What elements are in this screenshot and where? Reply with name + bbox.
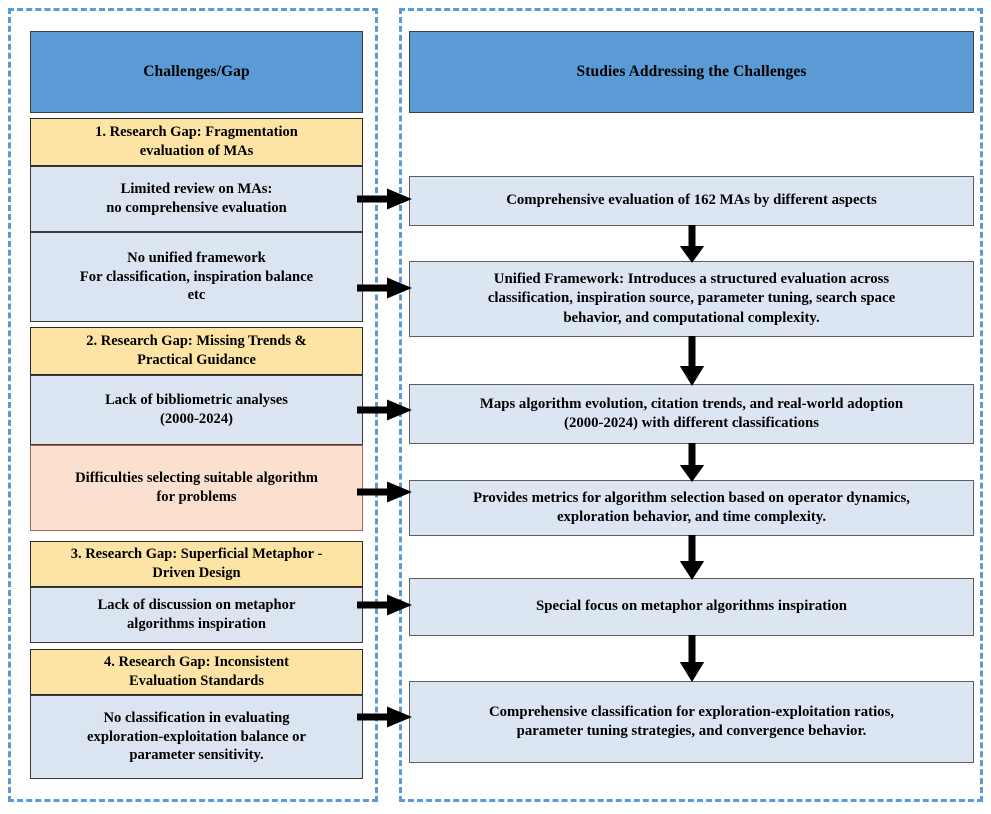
gap-1-line-1: 1. Research Gap: Fragmentation: [95, 124, 298, 141]
research-gap-2: 2. Research Gap: Missing Trends & Practi…: [30, 327, 363, 375]
gap-3-line-2: Driven Design: [152, 565, 241, 581]
challenge-item-3a-label: Lack of discussion on metaphor algorithm…: [37, 596, 356, 634]
arrow-right-icon: [357, 399, 412, 421]
study-3-line-2: (2000-2024) with different classificatio…: [564, 415, 819, 431]
arrow-right-icon: [357, 481, 412, 503]
arrow-right-icon: [357, 188, 412, 210]
research-gap-1: 1. Research Gap: Fragmentation evaluatio…: [30, 118, 363, 166]
arrow-right-icon: [357, 277, 412, 299]
challenge-item-2b-label: Difficulties selecting suitable algorith…: [37, 469, 356, 507]
research-gap-4-label: 4. Research Gap: Inconsistent Evaluation…: [37, 653, 356, 691]
challenge-item-2a: Lack of bibliometric analyses (2000-2024…: [30, 375, 363, 445]
challenge-item-4a-label: No classification in evaluating explorat…: [37, 709, 356, 766]
arrow-challenge-1a-to-study-1: [357, 188, 412, 210]
study-6-line-1: Comprehensive classification for explora…: [488, 703, 895, 720]
arrow-right-icon: [357, 706, 412, 728]
detail-4a-line-1: No classification in evaluating: [103, 709, 290, 726]
arrow-challenge-1b-to-study-2: [357, 277, 412, 299]
study-2-line-2: classification, inspiration source, para…: [487, 290, 896, 307]
arrow-challenge-4a-to-study-6: [357, 706, 412, 728]
challenge-item-1b-label: No unified framework For classification,…: [37, 249, 356, 306]
arrow-down-icon: [679, 535, 705, 580]
detail-1a-line-1: Limited review on MAs:: [120, 181, 273, 198]
challenge-item-3a: Lack of discussion on metaphor algorithm…: [30, 587, 363, 643]
study-3-label: Maps algorithm evolution, citation trend…: [416, 395, 967, 433]
challenge-item-2b: Difficulties selecting suitable algorith…: [30, 445, 363, 531]
detail-4a-line-3: parameter sensitivity.: [129, 747, 264, 764]
detail-1b-line-3: etc: [187, 287, 206, 304]
arrow-down-icon: [679, 225, 705, 263]
challenge-item-1b: No unified framework For classification,…: [30, 232, 363, 322]
arrow-challenge-2b-to-study-4: [357, 481, 412, 503]
detail-2a-line-1: Lack of bibliometric analyses: [105, 392, 288, 409]
study-2-line-3: behavior, and computational complexity.: [563, 309, 820, 326]
study-1: Comprehensive evaluation of 162 MAs by d…: [409, 176, 974, 226]
challenge-item-1a: Limited review on MAs: no comprehensive …: [30, 166, 363, 232]
study-1-line-1: Comprehensive evaluation of 162 MAs by d…: [506, 192, 877, 209]
detail-1b-line-2: For classification, inspiration balance: [79, 268, 314, 285]
arrow-down-icon: [679, 443, 705, 482]
detail-1b-line-1: No unified framework: [127, 249, 266, 266]
arrow-study-1-to-study-2: [679, 225, 705, 263]
detail-2a-line-2: (2000-2024): [160, 411, 233, 427]
challenges-panel: [8, 8, 378, 802]
right-column-header: Studies Addressing the Challenges: [409, 31, 974, 113]
study-4-line-2: exploration behavior, and time complexit…: [556, 509, 827, 525]
study-2: Unified Framework: Introduces a structur…: [409, 261, 974, 337]
study-1-label: Comprehensive evaluation of 162 MAs by d…: [416, 191, 967, 210]
challenge-item-2a-label: Lack of bibliometric analyses (2000-2024…: [37, 391, 356, 429]
study-4: Provides metrics for algorithm selection…: [409, 480, 974, 536]
arrow-study-2-to-study-3: [679, 336, 705, 386]
arrow-down-icon: [679, 336, 705, 386]
gap-4-line-1: 4. Research Gap: Inconsistent: [103, 654, 289, 671]
detail-2b-line-1: Difficulties selecting suitable algorith…: [75, 470, 318, 487]
detail-4a-line-2: exploration-exploitation balance or: [87, 728, 306, 745]
arrow-challenge-2a-to-study-3: [357, 399, 412, 421]
arrow-challenge-3a-to-study-5: [357, 594, 412, 616]
challenge-item-4a: No classification in evaluating explorat…: [30, 695, 363, 779]
arrow-right-icon: [357, 594, 412, 616]
study-3: Maps algorithm evolution, citation trend…: [409, 384, 974, 444]
arrow-study-3-to-study-4: [679, 443, 705, 482]
research-gap-1-label: 1. Research Gap: Fragmentation evaluatio…: [37, 123, 356, 161]
gap-1-line-2: evaluation of MAs: [139, 143, 254, 159]
challenge-item-1a-label: Limited review on MAs: no comprehensive …: [37, 180, 356, 218]
detail-3a-line-1: Lack of discussion on metaphor: [97, 597, 296, 614]
study-5: Special focus on metaphor algorithms ins…: [409, 578, 974, 636]
left-column-header: Challenges/Gap: [30, 31, 363, 113]
detail-2b-line-2: for problems: [156, 489, 237, 505]
study-5-label: Special focus on metaphor algorithms ins…: [416, 597, 967, 616]
detail-3a-line-2: algorithms inspiration: [126, 616, 267, 632]
study-4-label: Provides metrics for algorithm selection…: [416, 489, 967, 527]
studies-panel: [399, 8, 983, 802]
gap-2-line-2: Practical Guidance: [137, 352, 256, 368]
study-3-line-1: Maps algorithm evolution, citation trend…: [479, 395, 904, 412]
research-gap-3-label: 3. Research Gap: Superficial Metaphor - …: [37, 545, 356, 583]
arrow-study-4-to-study-5: [679, 535, 705, 580]
study-5-line-1: Special focus on metaphor algorithms ins…: [536, 598, 847, 615]
study-4-line-1: Provides metrics for algorithm selection…: [473, 489, 910, 506]
research-gap-2-label: 2. Research Gap: Missing Trends & Practi…: [37, 332, 356, 370]
study-6-label: Comprehensive classification for explora…: [416, 703, 967, 741]
right-header-label: Studies Addressing the Challenges: [576, 62, 807, 80]
study-6: Comprehensive classification for explora…: [409, 681, 974, 763]
detail-1a-line-2: no comprehensive evaluation: [106, 200, 287, 216]
gap-2-line-1: 2. Research Gap: Missing Trends &: [86, 333, 307, 350]
research-gap-3: 3. Research Gap: Superficial Metaphor - …: [30, 541, 363, 587]
arrow-study-5-to-study-6: [679, 635, 705, 682]
gap-3-line-1: 3. Research Gap: Superficial Metaphor -: [70, 546, 323, 563]
study-2-label: Unified Framework: Introduces a structur…: [416, 270, 967, 328]
study-6-line-2: parameter tuning strategies, and converg…: [516, 723, 867, 739]
arrow-down-icon: [679, 635, 705, 682]
research-gap-4: 4. Research Gap: Inconsistent Evaluation…: [30, 649, 363, 695]
gap-4-line-2: Evaluation Standards: [129, 673, 264, 689]
study-2-line-1: Unified Framework: Introduces a structur…: [493, 271, 890, 288]
left-header-label: Challenges/Gap: [143, 62, 250, 80]
